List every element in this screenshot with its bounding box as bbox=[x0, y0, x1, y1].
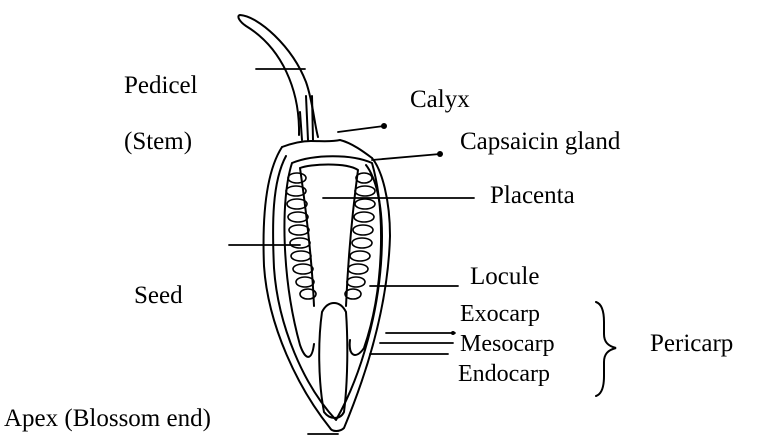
pericarp-brace bbox=[596, 302, 616, 396]
leader-capsaicin bbox=[372, 154, 440, 160]
label-mesocarp: Mesocarp bbox=[460, 332, 555, 356]
outer-wall bbox=[264, 147, 390, 431]
pointer-dots bbox=[381, 123, 455, 335]
calyx-outline bbox=[282, 140, 372, 158]
label-capsaicin-gland: Capsaicin gland bbox=[460, 129, 620, 154]
label-pedicel: Pedicel bbox=[124, 73, 198, 98]
label-stem: (Stem) bbox=[124, 129, 192, 154]
seeds-right bbox=[345, 173, 375, 299]
label-apex: Apex (Blossom end) bbox=[4, 406, 211, 431]
leader-calyx bbox=[338, 126, 384, 132]
label-seed: Seed bbox=[134, 283, 183, 308]
seeds-left bbox=[286, 173, 316, 299]
label-pericarp: Pericarp bbox=[650, 331, 733, 356]
label-locule: Locule bbox=[470, 264, 539, 289]
placenta-stalk bbox=[319, 303, 347, 418]
label-endocarp: Endocarp bbox=[458, 362, 550, 386]
label-exocarp: Exocarp bbox=[460, 302, 540, 326]
label-placenta: Placenta bbox=[490, 183, 575, 208]
label-calyx: Calyx bbox=[410, 87, 470, 112]
